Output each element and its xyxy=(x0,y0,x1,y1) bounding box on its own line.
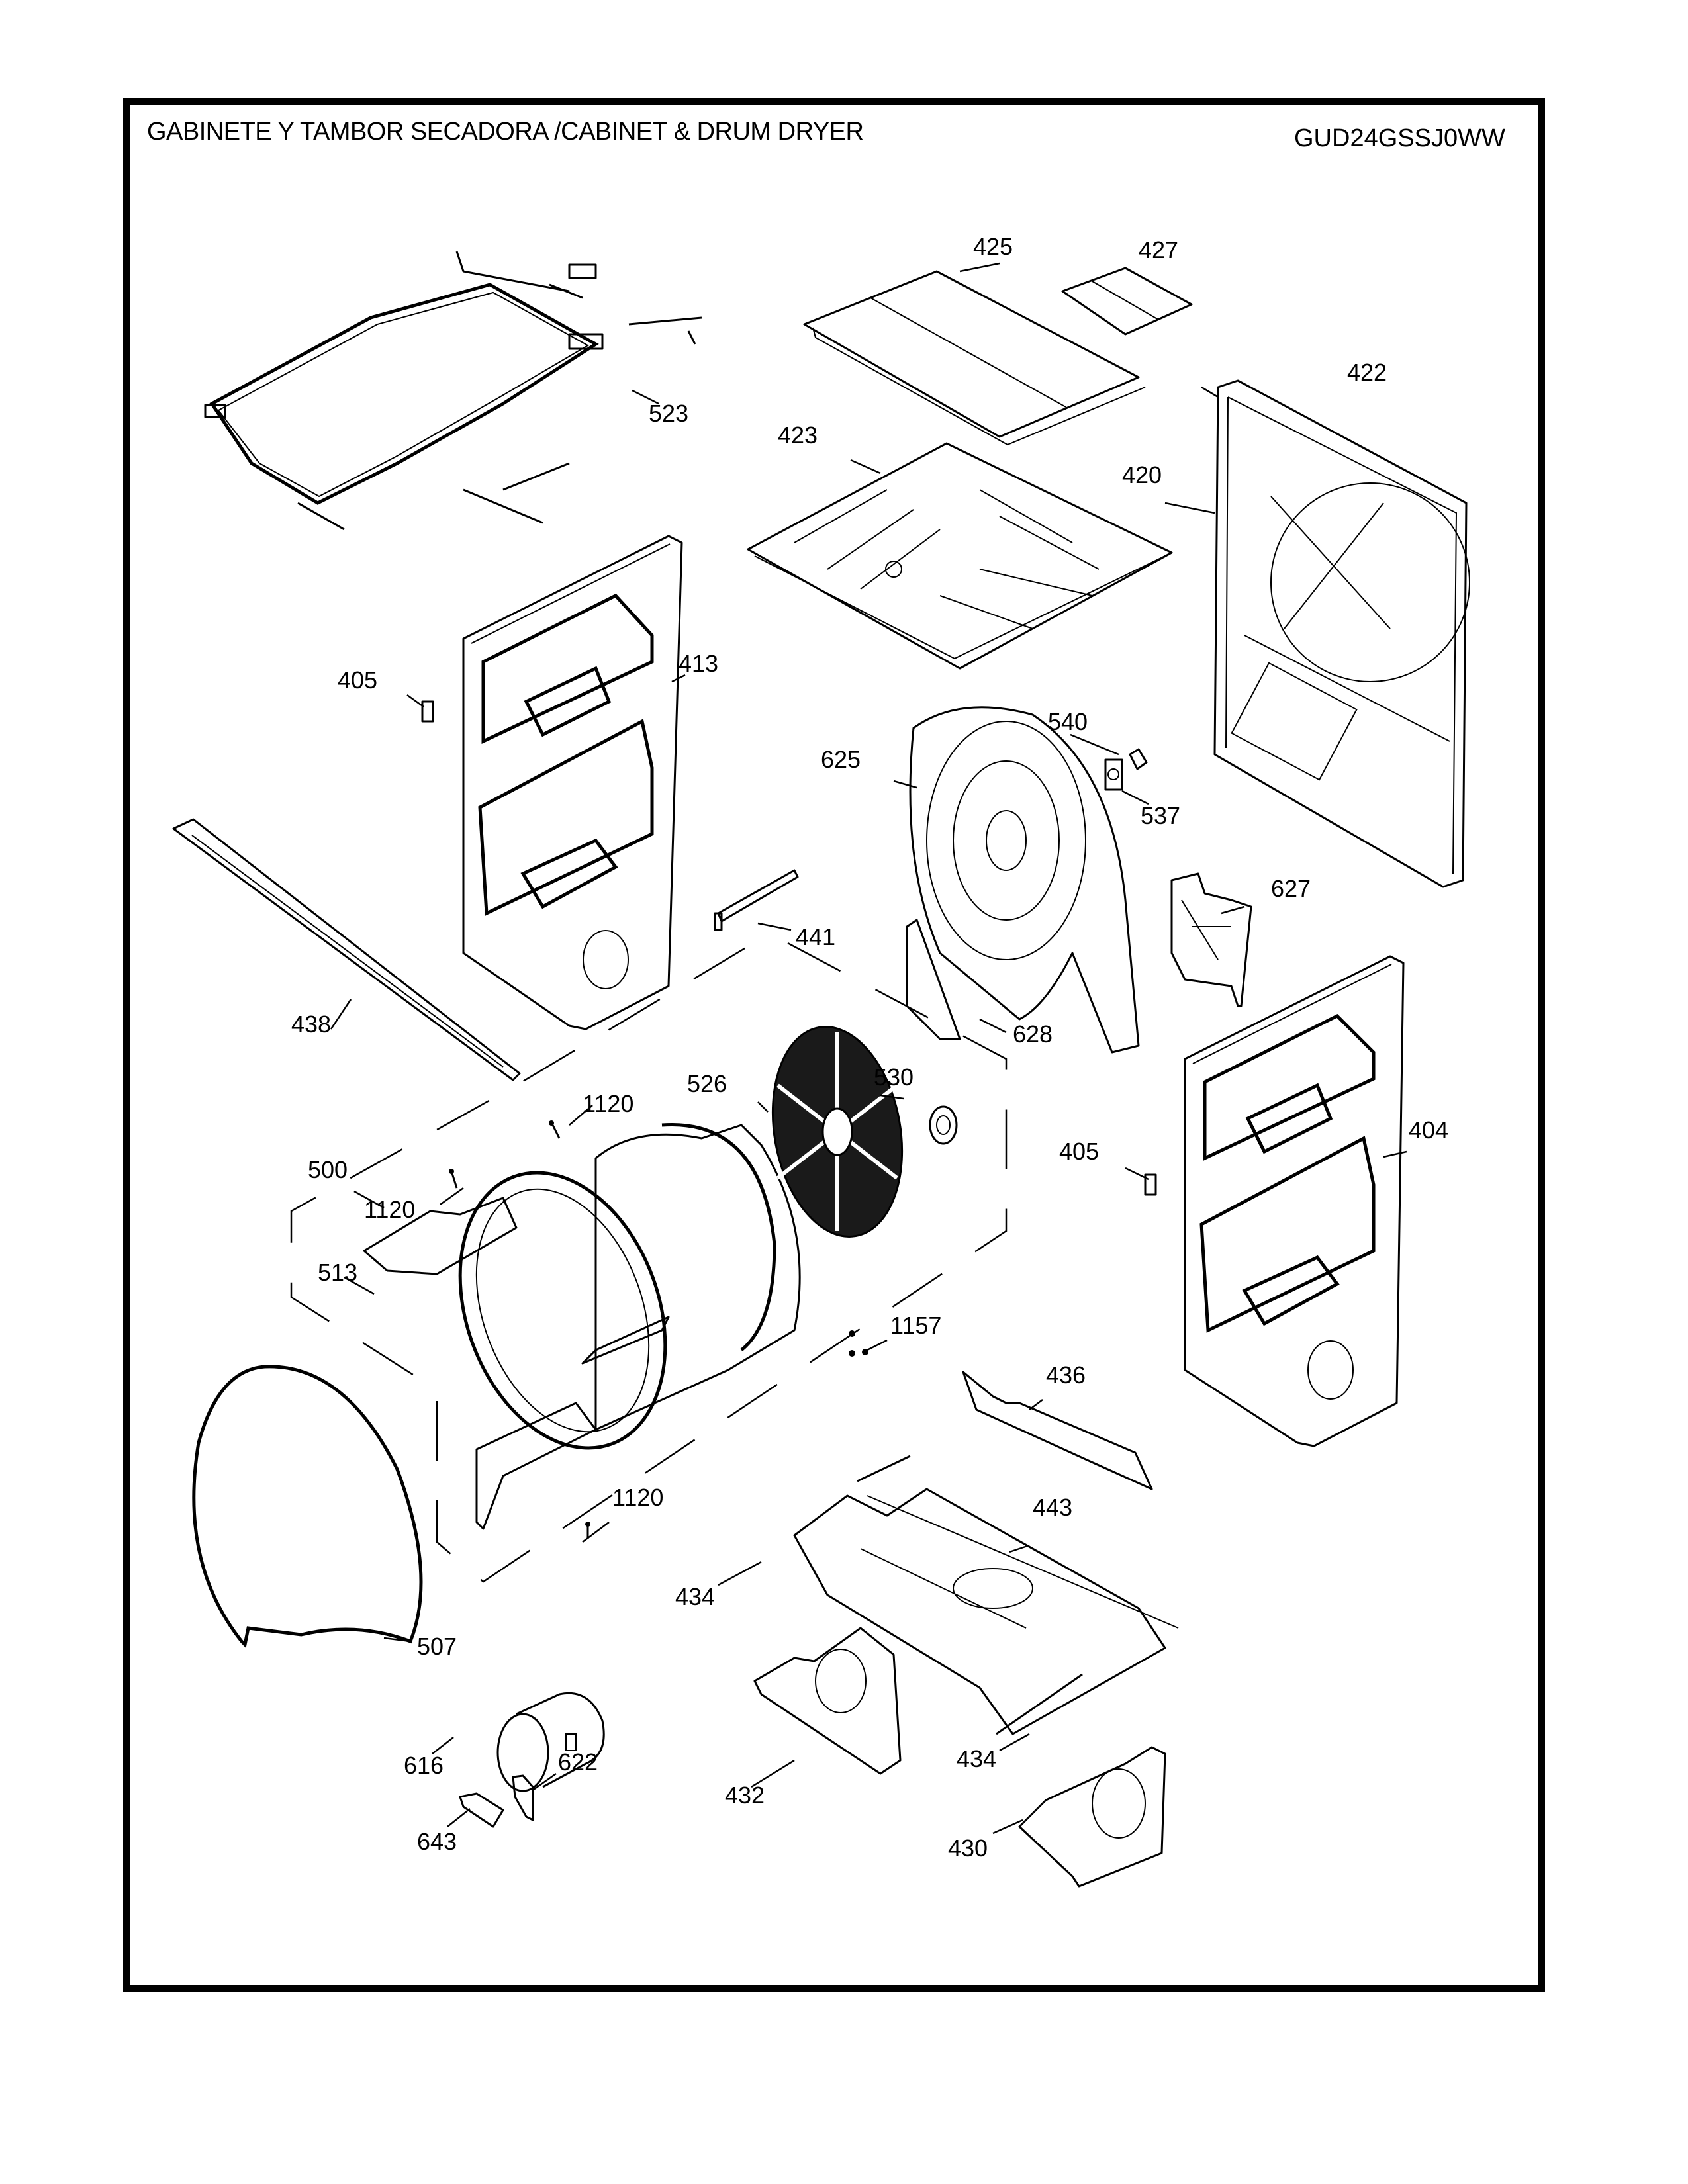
callout-436: 436 xyxy=(1046,1361,1086,1388)
part-404-right-side-panel xyxy=(1184,955,1405,1447)
callout-441: 441 xyxy=(796,923,836,950)
part-622-motor-switch xyxy=(512,1774,534,1821)
part-1157-screws xyxy=(849,1330,868,1357)
callout-537: 537 xyxy=(1141,802,1181,829)
callout-427: 427 xyxy=(1139,236,1179,263)
callout-622: 622 xyxy=(558,1749,598,1776)
part-441-bracket xyxy=(714,869,799,931)
part-405-clip-right xyxy=(1144,1173,1157,1196)
part-baffles xyxy=(475,1316,670,1530)
part-434-strip-right xyxy=(996,1673,1083,1735)
part-540-thermistor-clip xyxy=(1129,748,1148,770)
part-537-thermostat xyxy=(1104,758,1123,791)
callout-526: 526 xyxy=(687,1070,727,1097)
part-436-lower-panel xyxy=(962,1371,1153,1490)
part-523-wire-harness xyxy=(204,251,702,531)
callout-404: 404 xyxy=(1409,1116,1449,1144)
part-443-base xyxy=(793,1488,1179,1735)
callout-507: 507 xyxy=(417,1633,457,1660)
callout-432: 432 xyxy=(725,1782,765,1809)
callout-425: 425 xyxy=(973,233,1013,260)
part-427-insulation-pad xyxy=(1061,267,1193,336)
callout-616: 616 xyxy=(404,1752,444,1779)
diagram-title: GABINETE Y TAMBOR SECADORA /CABINET & DR… xyxy=(147,118,864,146)
part-405-clip-left xyxy=(421,700,434,723)
callout-423: 423 xyxy=(778,422,818,449)
callout-413: 413 xyxy=(679,650,719,677)
callout-430: 430 xyxy=(948,1835,988,1862)
part-627-duct-assembly xyxy=(1170,872,1252,1007)
leader-lines xyxy=(330,262,1407,1835)
callout-628: 628 xyxy=(1013,1021,1053,1048)
part-530-drum-bearing xyxy=(929,1105,958,1145)
callout-530: 530 xyxy=(874,1064,914,1091)
callout-434-right: 434 xyxy=(957,1745,997,1772)
part-425-top-insulation xyxy=(803,270,1146,446)
callout-1120-bottom: 1120 xyxy=(612,1484,664,1511)
callout-513: 513 xyxy=(318,1259,358,1286)
part-628-support-bracket xyxy=(906,919,961,1040)
part-500-drum-assembly-outline xyxy=(290,942,1008,1583)
part-507-drum-front-seal xyxy=(192,1365,423,1649)
part-1120-screws xyxy=(449,1120,590,1539)
callout-422: 422 xyxy=(1347,359,1387,386)
part-423-top-panel xyxy=(747,442,1173,670)
diagram-frame xyxy=(123,98,1545,1992)
part-434-strip-left xyxy=(857,1455,911,1482)
part-430-right-base-support xyxy=(1018,1746,1166,1888)
model-number: GUD24GSSJ0WW xyxy=(1294,124,1505,152)
part-420-rear-panel xyxy=(1213,379,1470,888)
part-625-blower-housing xyxy=(909,706,1140,1054)
callout-625: 625 xyxy=(821,746,861,773)
part-643-motor-clamp xyxy=(459,1792,504,1828)
callout-1120-left: 1120 xyxy=(364,1196,416,1223)
callout-405-right: 405 xyxy=(1059,1138,1100,1165)
part-526-drum-rear-screen xyxy=(771,1026,904,1238)
part-413-left-side-panel xyxy=(462,535,683,1030)
part-438-front-gasket xyxy=(172,818,521,1081)
callout-405-left: 405 xyxy=(338,666,378,694)
callout-540: 540 xyxy=(1048,708,1088,735)
callout-523: 523 xyxy=(649,400,689,427)
part-616-motor xyxy=(496,1692,605,1792)
callout-1157: 1157 xyxy=(890,1312,942,1339)
callout-1120-top: 1120 xyxy=(583,1090,634,1117)
callout-420: 420 xyxy=(1122,461,1162,488)
callout-643: 643 xyxy=(417,1828,457,1855)
callout-500: 500 xyxy=(308,1156,348,1183)
callout-443: 443 xyxy=(1033,1494,1073,1521)
callout-434-left: 434 xyxy=(675,1583,716,1610)
part-513-drum-baffle xyxy=(363,1197,518,1275)
callout-438: 438 xyxy=(291,1011,332,1038)
part-432-left-base-support xyxy=(753,1627,902,1775)
part-drum xyxy=(458,1123,801,1450)
callout-627: 627 xyxy=(1271,875,1311,902)
